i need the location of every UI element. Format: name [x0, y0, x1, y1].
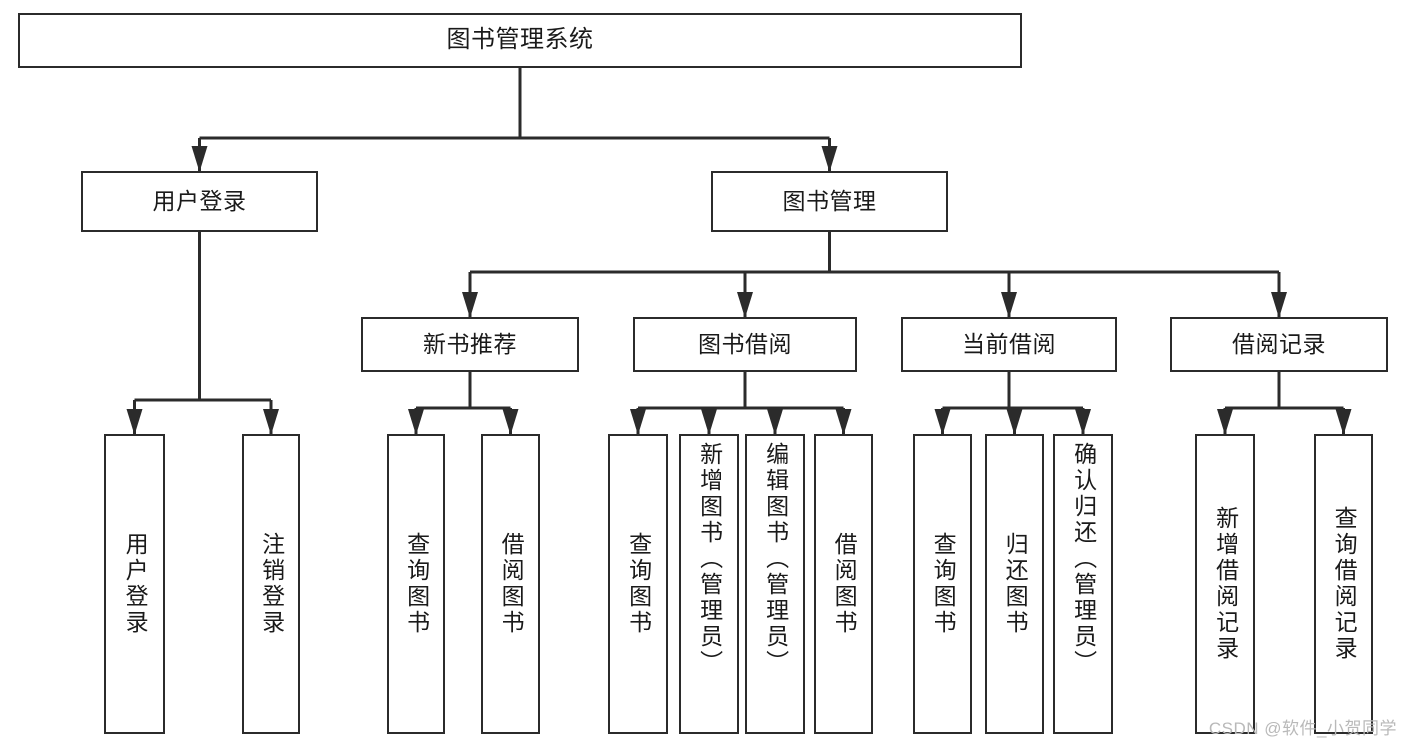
arrow-head-icon [126, 409, 143, 435]
node-label-new-book-recommend: 新书推荐 [423, 330, 517, 357]
arrow-head-icon [630, 409, 646, 435]
node-label-book-manage: 图书管理 [782, 187, 877, 214]
arrow-head-icon [701, 409, 717, 435]
node-borrow-record[interactable]: 借阅记录 [1170, 317, 1388, 372]
node-leaf-borrow-book-2[interactable]: 借阅图书 [814, 434, 873, 734]
arrow-head-icon [191, 146, 208, 172]
node-label-borrow-record: 借阅记录 [1232, 330, 1326, 357]
node-leaf-user-login[interactable]: 用户登录 [104, 434, 165, 734]
node-leaf-user-logout[interactable]: 注销登录 [242, 434, 300, 734]
node-leaf-add-book[interactable]: 新增图书（管理员） [679, 434, 739, 734]
arrow-head-icon [737, 292, 753, 318]
node-label-current-borrow: 当前借阅 [962, 330, 1056, 357]
arrow-head-icon [408, 409, 424, 435]
node-label-leaf-query-book-2: 查询图书 [625, 532, 652, 636]
node-leaf-query-book-3[interactable]: 查询图书 [913, 434, 972, 734]
arrow-head-icon [1217, 409, 1233, 435]
node-current-borrow[interactable]: 当前借阅 [901, 317, 1117, 372]
node-book-manage[interactable]: 图书管理 [711, 171, 948, 232]
node-leaf-add-borrow-record[interactable]: 新增借阅记录 [1195, 434, 1255, 734]
node-leaf-query-book-1[interactable]: 查询图书 [387, 434, 445, 734]
node-leaf-confirm-return[interactable]: 确认归还（管理员） [1053, 434, 1113, 734]
arrow-head-icon [1001, 292, 1017, 318]
node-label-book-borrow: 图书借阅 [698, 330, 792, 357]
node-label-leaf-query-book-3: 查询图书 [930, 532, 957, 636]
node-leaf-query-book-2[interactable]: 查询图书 [608, 434, 668, 734]
node-label-user-login: 用户登录 [152, 187, 247, 214]
node-label-leaf-edit-book: 编辑图书（管理员） [762, 442, 789, 676]
node-new-book-recommend[interactable]: 新书推荐 [361, 317, 579, 372]
node-leaf-return-book[interactable]: 归还图书 [985, 434, 1044, 734]
watermark-label: CSDN @软件_小贺同学 [1208, 719, 1397, 738]
arrow-head-icon [1335, 409, 1352, 435]
node-leaf-edit-book[interactable]: 编辑图书（管理员） [745, 434, 805, 734]
arrow-head-icon [263, 409, 279, 435]
node-leaf-borrow-book-1[interactable]: 借阅图书 [481, 434, 540, 734]
node-label-leaf-user-login: 用户登录 [122, 532, 149, 636]
node-label-leaf-user-logout: 注销登录 [258, 532, 285, 636]
arrow-head-icon [934, 409, 951, 435]
node-label-leaf-return-book: 归还图书 [1002, 532, 1029, 636]
node-label-leaf-confirm-return: 确认归还（管理员） [1070, 442, 1097, 676]
arrow-head-icon [821, 146, 838, 172]
node-label-leaf-query-book-1: 查询图书 [403, 532, 430, 636]
node-root[interactable]: 图书管理系统 [18, 13, 1022, 68]
node-label-root: 图书管理系统 [446, 26, 594, 54]
node-leaf-query-borrow-record[interactable]: 查询借阅记录 [1314, 434, 1373, 734]
arrow-head-icon [502, 409, 519, 435]
node-label-leaf-borrow-book-1: 借阅图书 [498, 532, 525, 636]
arrow-head-icon [1006, 409, 1023, 435]
node-label-leaf-borrow-book-2: 借阅图书 [831, 532, 858, 636]
node-user-login[interactable]: 用户登录 [81, 171, 318, 232]
node-book-borrow[interactable]: 图书借阅 [633, 317, 857, 372]
arrow-head-icon [835, 409, 852, 435]
node-label-leaf-query-borrow-record: 查询借阅记录 [1331, 506, 1358, 662]
arrow-head-icon [462, 292, 478, 318]
arrow-head-icon [1271, 292, 1287, 318]
arrow-head-icon [767, 409, 783, 435]
node-label-leaf-add-borrow-record: 新增借阅记录 [1212, 506, 1239, 662]
arrow-head-icon [1075, 409, 1091, 435]
node-label-leaf-add-book: 新增图书（管理员） [696, 442, 723, 676]
